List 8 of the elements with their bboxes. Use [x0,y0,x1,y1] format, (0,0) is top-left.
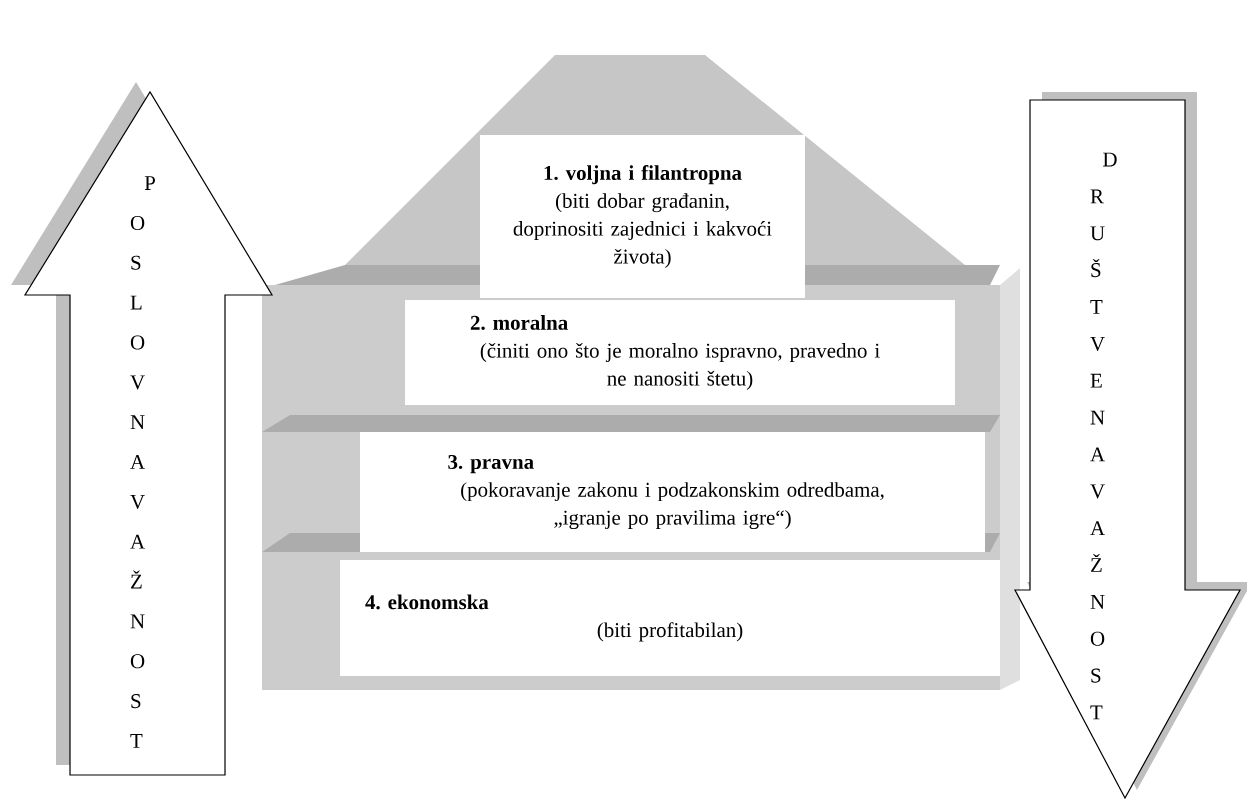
level-box: 2. moralna (činiti ono što je moralno ispravno, pravedno i ne nanositi štetu) [405,300,955,405]
node-label: (činiti ono što je moralno ispravno, pravedno i ne nanositi štetu) [480,342,880,390]
node-label: 2. moralna [470,315,568,330]
level-box: 1. voljna i filantropna (biti dobar građanin, doprinositi zajednici i kakvoći života) [480,135,805,298]
level-box: 4. ekonomska (biti profitabilan) [340,560,1000,676]
node-label: (biti dobar građanin, doprinositi zajednici i kakvoći života) [513,193,772,268]
node-label: 1. voljna i filantropna [544,165,742,185]
level-box: 3. pravna (pokoravanje zakonu i podzakonskim odredbama, „igranje po pravilima igre“) [360,432,985,552]
